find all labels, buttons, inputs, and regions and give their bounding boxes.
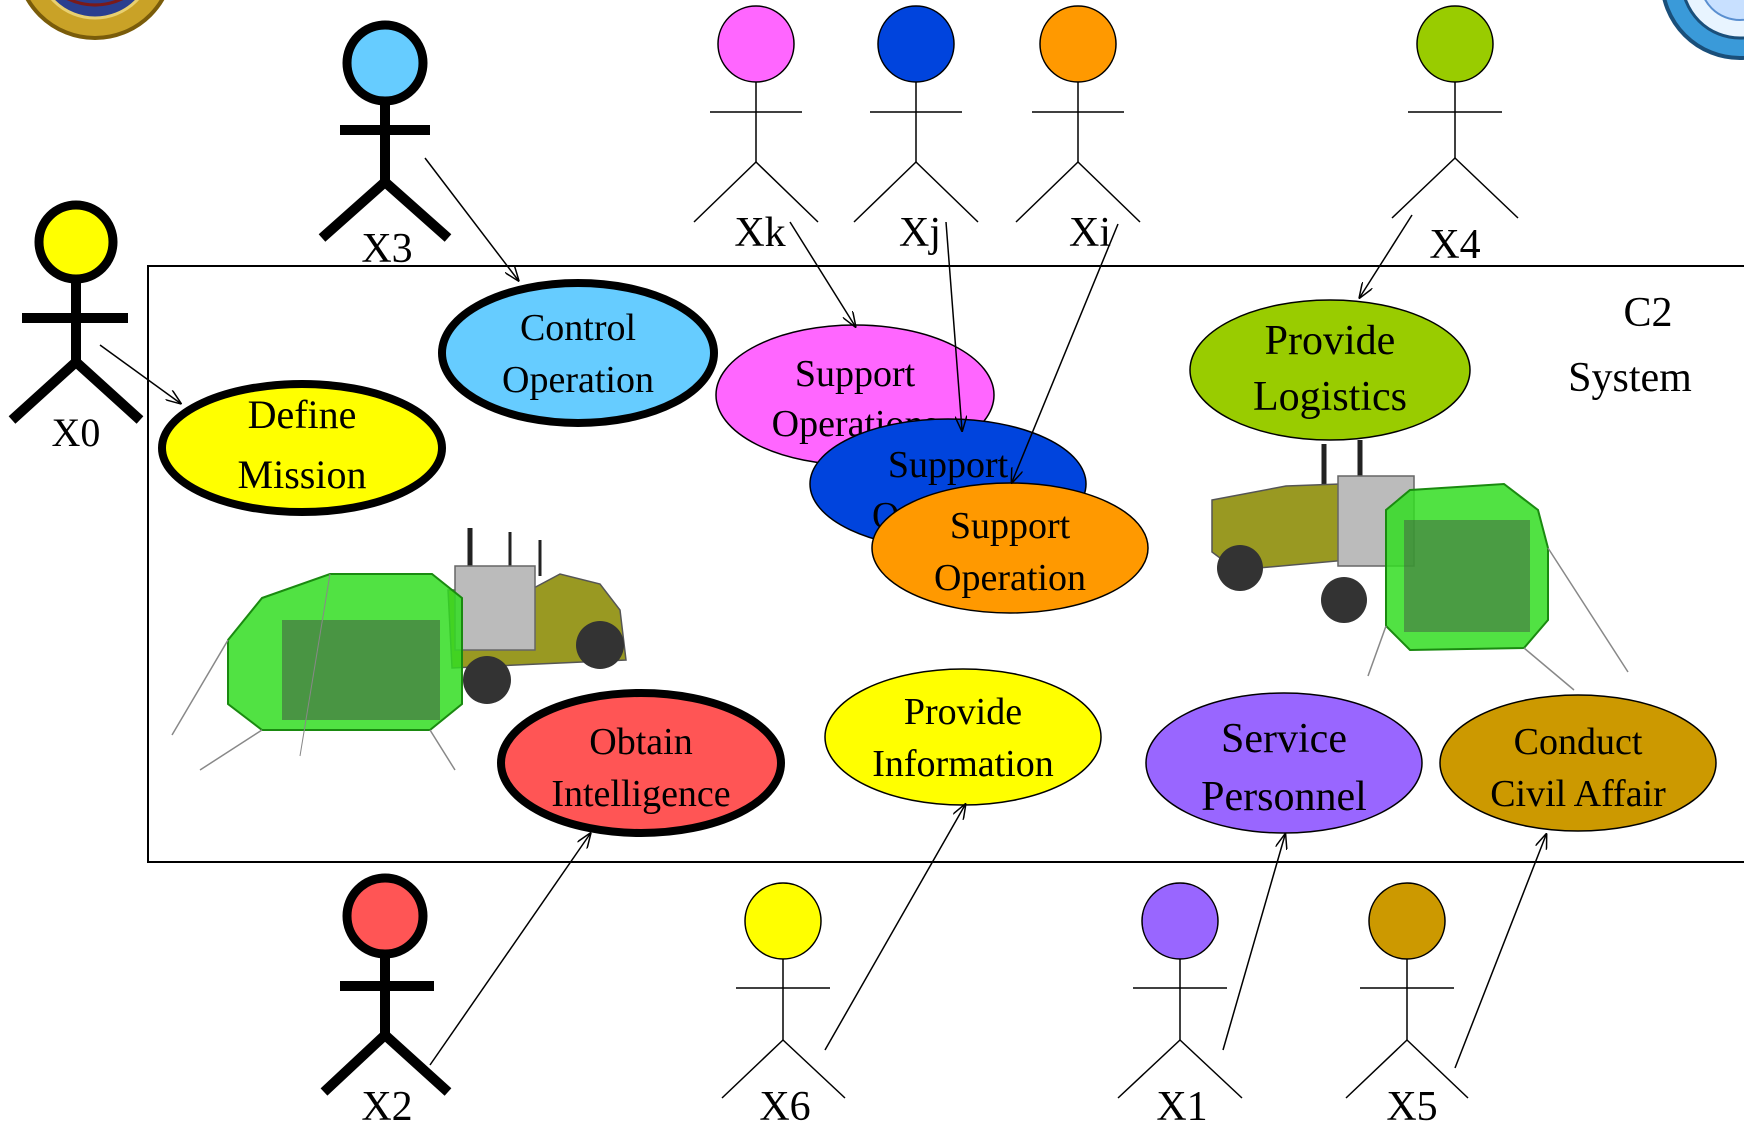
- actor-x6-head: [744, 882, 822, 960]
- support-operations-line1: Support: [795, 353, 916, 395]
- provide-logistics-shape: [1189, 299, 1471, 441]
- actor-x2-label: X2: [361, 1084, 412, 1127]
- actor-x2-head: [342, 873, 428, 959]
- actor-x4-head: [1416, 5, 1494, 83]
- actor-x0-label: X0: [52, 410, 101, 455]
- define-mission-shape: [158, 380, 446, 516]
- command-vehicle-right: [1211, 440, 1629, 691]
- actor-xj-head: [877, 5, 955, 83]
- actor-xi-label: Xi: [1069, 210, 1111, 256]
- use-case-service-personnel[interactable]: Service Personnel: [1145, 692, 1423, 834]
- actor-xi-head: [1039, 5, 1117, 83]
- arrow-x0-define-mission: [99, 344, 180, 403]
- provide-logistics-line2: Logistics: [1253, 374, 1407, 420]
- actor-x5[interactable]: X5: [1345, 882, 1469, 1127]
- actor-xk-head: [717, 5, 795, 83]
- support-operation-shape: [871, 482, 1149, 614]
- right-seal-logo: [1662, 0, 1744, 60]
- arrow-xk-support-operations: [789, 221, 855, 326]
- actor-x0[interactable]: X0: [8, 200, 144, 455]
- actor-x5-label: X5: [1386, 1084, 1437, 1127]
- provide-information-line2: Information: [872, 743, 1054, 785]
- define-mission-line1: Define: [248, 392, 357, 437]
- arrow-x2-obtain-intelligence: [429, 834, 590, 1066]
- actor-x2[interactable]: X2: [320, 873, 452, 1127]
- actor-x4[interactable]: X4: [1391, 5, 1519, 268]
- left-seal-logo: [25, 0, 165, 40]
- control-operation-line1: Control: [520, 307, 636, 349]
- control-operation-line2: Operation: [502, 359, 654, 401]
- actor-x3[interactable]: X3: [318, 20, 452, 272]
- support-op-blue-line1: Support: [888, 444, 1009, 486]
- system-label-line2: System: [1568, 355, 1692, 401]
- service-personnel-line2: Personnel: [1201, 774, 1367, 820]
- obtain-intelligence-shape: [497, 689, 785, 837]
- associations: [99, 157, 1546, 1069]
- actor-x5-head: [1368, 882, 1446, 960]
- actor-xj-label: Xj: [899, 210, 941, 256]
- support-operation-line2: Operation: [934, 557, 1086, 599]
- arrow-x5-conduct-civil-affair: [1454, 835, 1546, 1069]
- system-boundary: [147, 265, 1744, 863]
- actor-x3-head: [342, 20, 428, 106]
- provide-logistics-line1: Provide: [1265, 318, 1396, 364]
- use-case-define-mission[interactable]: Define Mission: [158, 380, 446, 516]
- actor-x3-label: X3: [361, 226, 412, 272]
- use-case-support-operation[interactable]: Support Operation: [871, 482, 1149, 614]
- conduct-civil-affair-shape: [1439, 694, 1717, 832]
- obtain-intelligence-line2: Intelligence: [551, 773, 730, 815]
- system-label-line1: C2: [1623, 290, 1672, 336]
- actor-xk-label: Xk: [734, 210, 785, 256]
- actor-x6[interactable]: X6: [721, 882, 846, 1127]
- actor-x0-head: [34, 200, 118, 284]
- define-mission-line2: Mission: [238, 452, 367, 497]
- use-case-provide-information[interactable]: Provide Information: [824, 668, 1102, 806]
- actor-x6-label: X6: [759, 1084, 810, 1127]
- arrow-xj-support-operation: [945, 221, 962, 430]
- conduct-civil-affair-line1: Conduct: [1514, 721, 1643, 763]
- use-case-provide-logistics[interactable]: Provide Logistics: [1189, 299, 1471, 441]
- actor-x1-head: [1141, 882, 1219, 960]
- actor-x1[interactable]: X1: [1117, 882, 1243, 1127]
- actor-xj[interactable]: Xj: [853, 5, 979, 256]
- arrow-x3-control-operation: [424, 157, 518, 280]
- provide-information-line1: Provide: [904, 691, 1022, 733]
- service-personnel-line1: Service: [1221, 716, 1347, 762]
- support-operation-line1: Support: [950, 505, 1071, 547]
- obtain-intelligence-line1: Obtain: [589, 721, 692, 763]
- conduct-civil-affair-line2: Civil Affair: [1490, 773, 1666, 815]
- use-case-obtain-intelligence[interactable]: Obtain Intelligence: [497, 689, 785, 837]
- use-case-conduct-civil-affair[interactable]: Conduct Civil Affair: [1439, 694, 1717, 832]
- arrow-x6-provide-information: [824, 805, 965, 1051]
- control-operation-shape: [438, 279, 718, 427]
- actor-x1-label: X1: [1156, 1084, 1207, 1127]
- actor-xi[interactable]: Xi: [1015, 5, 1141, 256]
- actor-xk[interactable]: Xk: [693, 5, 819, 256]
- arrow-x1-service-personnel: [1222, 835, 1285, 1051]
- arrow-x4-provide-logistics: [1360, 214, 1413, 297]
- command-vehicle-left: [171, 528, 627, 771]
- arrow-xi-support-operation: [1012, 223, 1119, 482]
- use-case-control-operation[interactable]: Control Operation: [438, 279, 718, 427]
- actor-x4-label: X4: [1429, 222, 1480, 268]
